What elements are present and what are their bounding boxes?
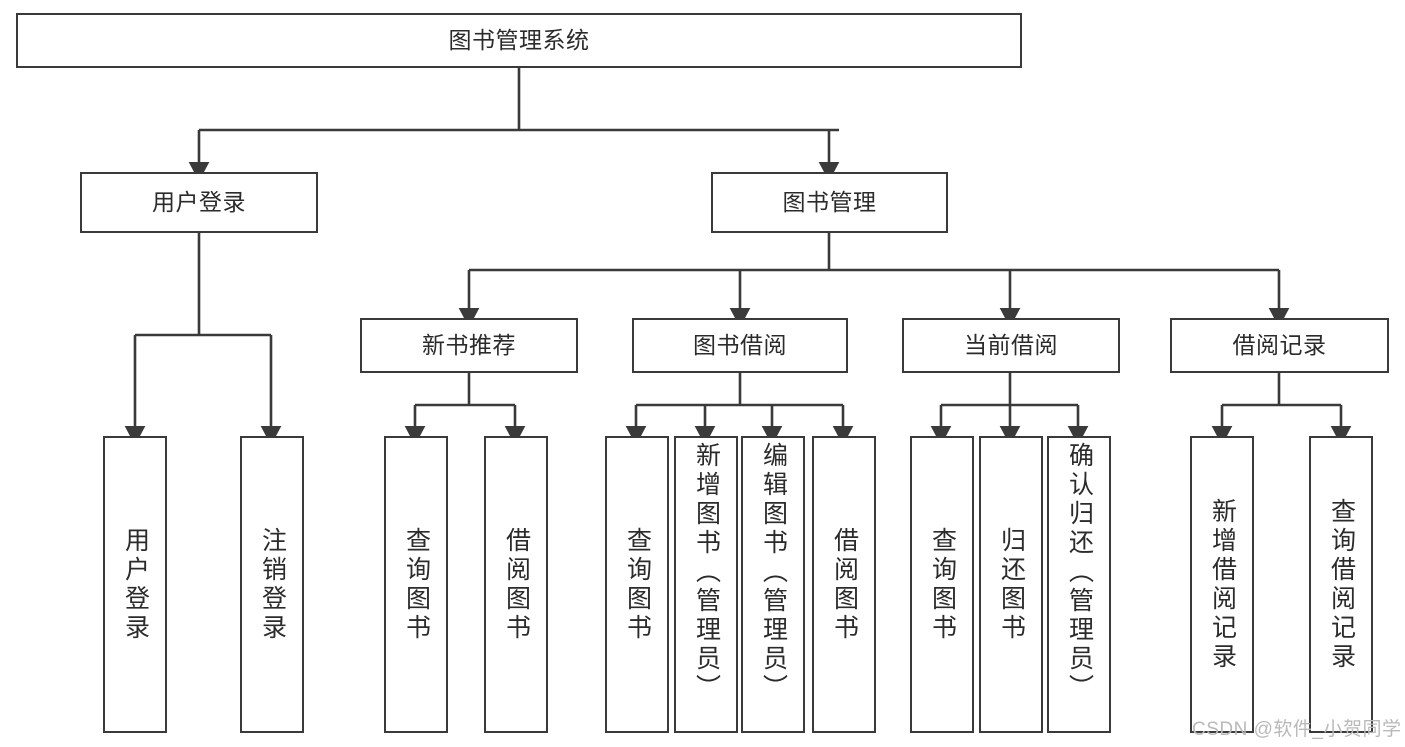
node-leaf-borrow-book-recommend-label: 借阅图书	[502, 526, 531, 643]
node-leaf-query-borrow-record-label: 查询借阅记录	[1327, 497, 1356, 672]
node-leaf-query-book-current[interactable]: 查询图书	[910, 436, 974, 733]
node-leaf-query-book-recommend[interactable]: 查询图书	[384, 436, 448, 733]
node-leaf-add-borrow-record[interactable]: 新增借阅记录	[1190, 436, 1254, 733]
node-leaf-edit-book-admin-label: 编辑图书（管理员）	[759, 442, 788, 703]
node-leaf-confirm-return-admin[interactable]: 确认归还（管理员）	[1047, 436, 1111, 733]
node-leaf-query-book-recommend-label: 查询图书	[402, 526, 431, 643]
node-new-book-recommend-label: 新书推荐	[422, 332, 516, 359]
node-leaf-add-book-admin-label: 新增图书（管理员）	[692, 442, 721, 703]
node-leaf-borrow-book[interactable]: 借阅图书	[812, 436, 876, 733]
node-leaf-query-book-current-label: 查询图书	[928, 526, 957, 643]
node-current-borrow-label: 当前借阅	[964, 332, 1058, 359]
node-leaf-add-book-admin[interactable]: 新增图书（管理员）	[674, 436, 738, 733]
node-user-login-label: 用户登录	[152, 189, 246, 216]
node-leaf-logout[interactable]: 注销登录	[240, 436, 304, 733]
node-borrow-record[interactable]: 借阅记录	[1170, 318, 1389, 373]
node-leaf-user-login-label: 用户登录	[121, 526, 150, 643]
node-user-login[interactable]: 用户登录	[80, 172, 318, 233]
node-leaf-borrow-book-label: 借阅图书	[830, 526, 859, 643]
node-leaf-edit-book-admin[interactable]: 编辑图书（管理员）	[741, 436, 805, 733]
node-leaf-query-borrow-record[interactable]: 查询借阅记录	[1309, 436, 1373, 733]
node-leaf-confirm-return-admin-label: 确认归还（管理员）	[1065, 442, 1094, 703]
node-leaf-return-book-label: 归还图书	[997, 526, 1026, 643]
node-leaf-add-borrow-record-label: 新增借阅记录	[1208, 497, 1237, 672]
node-leaf-user-login[interactable]: 用户登录	[103, 436, 167, 733]
node-leaf-query-book-borrow-label: 查询图书	[623, 526, 652, 643]
node-book-borrow[interactable]: 图书借阅	[632, 318, 848, 373]
node-book-management[interactable]: 图书管理	[711, 172, 948, 233]
node-book-management-label: 图书管理	[782, 189, 877, 216]
node-leaf-borrow-book-recommend[interactable]: 借阅图书	[484, 436, 548, 733]
node-leaf-return-book[interactable]: 归还图书	[979, 436, 1043, 733]
node-root-system-label: 图书管理系统	[448, 27, 590, 54]
node-new-book-recommend[interactable]: 新书推荐	[360, 318, 578, 373]
node-leaf-logout-label: 注销登录	[258, 526, 287, 643]
node-current-borrow[interactable]: 当前借阅	[902, 318, 1120, 373]
node-root-system[interactable]: 图书管理系统	[16, 13, 1022, 68]
node-borrow-record-label: 借阅记录	[1232, 332, 1327, 359]
node-leaf-query-book-borrow[interactable]: 查询图书	[605, 436, 669, 733]
watermark-csdn: CSDN @软件_小贺同学	[1192, 719, 1402, 740]
node-book-borrow-label: 图书借阅	[693, 332, 787, 359]
